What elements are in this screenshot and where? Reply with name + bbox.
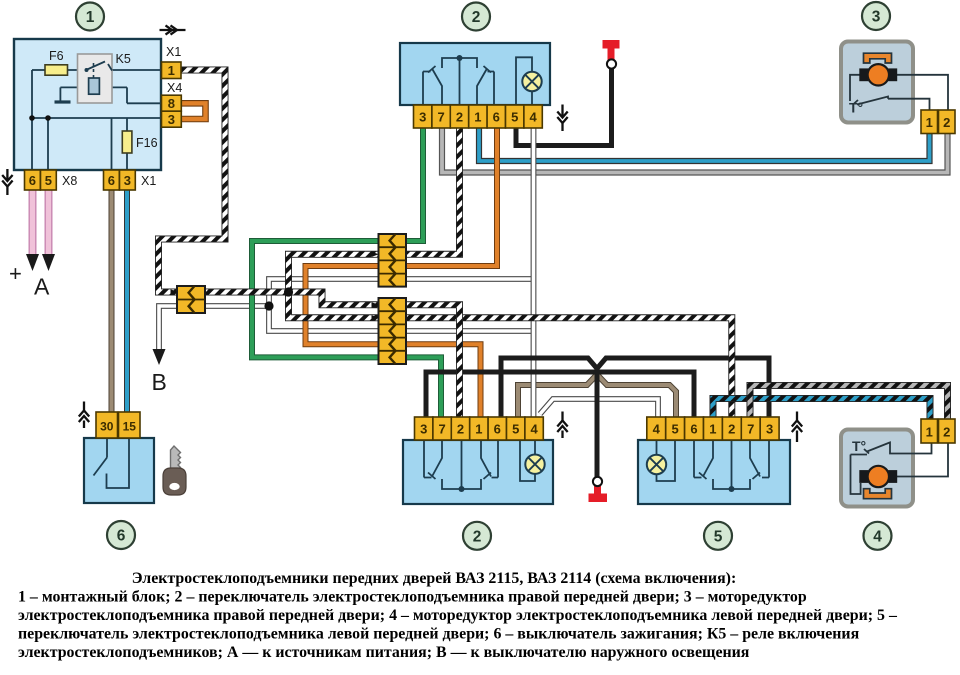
svg-text:2: 2 <box>473 528 482 545</box>
svg-text:1: 1 <box>926 425 933 440</box>
svg-text:3: 3 <box>766 422 773 437</box>
svg-text:5: 5 <box>45 173 52 188</box>
svg-text:1: 1 <box>86 9 95 26</box>
svg-text:6: 6 <box>29 173 36 188</box>
svg-text:5: 5 <box>512 422 519 437</box>
svg-text:6: 6 <box>117 528 126 545</box>
svg-text:5: 5 <box>671 422 678 437</box>
svg-text:X8: X8 <box>62 174 77 188</box>
svg-text:4: 4 <box>653 422 661 437</box>
svg-text:1: 1 <box>474 110 481 125</box>
svg-text:2: 2 <box>943 425 950 440</box>
svg-text:1 – монтажный блок; 2 – перекл: 1 – монтажный блок; 2 – переключатель эл… <box>18 589 807 606</box>
svg-text:переключатель электростеклопод: переключатель электростеклоподъемника ле… <box>18 626 860 643</box>
svg-text:3: 3 <box>168 112 175 127</box>
svg-text:A: A <box>34 274 50 300</box>
svg-text:1: 1 <box>709 422 716 437</box>
svg-text:1: 1 <box>475 422 482 437</box>
svg-text:3: 3 <box>872 9 881 26</box>
svg-text:4: 4 <box>873 528 882 545</box>
svg-text:F16: F16 <box>136 136 158 150</box>
svg-text:6: 6 <box>108 173 115 188</box>
svg-text:7: 7 <box>438 422 445 437</box>
svg-text:7: 7 <box>747 422 754 437</box>
svg-text:X1: X1 <box>141 174 156 188</box>
svg-text:4: 4 <box>530 422 538 437</box>
svg-text:6: 6 <box>493 110 500 125</box>
svg-text:3: 3 <box>419 110 426 125</box>
svg-text:T°: T° <box>849 100 863 116</box>
svg-text:X1: X1 <box>166 45 181 59</box>
svg-text:B: B <box>152 369 167 395</box>
svg-text:2: 2 <box>943 115 950 130</box>
svg-text:1: 1 <box>926 115 933 130</box>
svg-text:K5: K5 <box>116 52 131 66</box>
svg-text:3: 3 <box>124 173 131 188</box>
svg-text:2: 2 <box>456 110 463 125</box>
svg-text:3: 3 <box>420 422 427 437</box>
svg-text:X4: X4 <box>167 81 182 95</box>
svg-text:4: 4 <box>529 110 537 125</box>
svg-text:5: 5 <box>714 528 723 545</box>
svg-text:15: 15 <box>123 420 137 434</box>
svg-text:1: 1 <box>168 63 175 78</box>
svg-text:Электростеклоподъемники передн: Электростеклоподъемники передних дверей … <box>132 570 737 587</box>
svg-text:2: 2 <box>457 422 464 437</box>
svg-text:F6: F6 <box>49 49 64 63</box>
svg-text:30: 30 <box>100 420 114 434</box>
svg-text:5: 5 <box>511 110 518 125</box>
svg-text:8: 8 <box>168 96 175 111</box>
svg-text:T°: T° <box>852 438 866 454</box>
svg-text:6: 6 <box>494 422 501 437</box>
svg-text:электростеклоподъемников; А —: электростеклоподъемников; А — к источник… <box>18 644 750 661</box>
svg-text:+: + <box>9 261 22 286</box>
svg-text:2: 2 <box>472 9 481 26</box>
svg-text:6: 6 <box>690 422 697 437</box>
svg-text:2: 2 <box>728 422 735 437</box>
svg-text:7: 7 <box>437 110 444 125</box>
svg-text:электростеклоподъемника правой: электростеклоподъемника правой передней … <box>18 607 898 624</box>
